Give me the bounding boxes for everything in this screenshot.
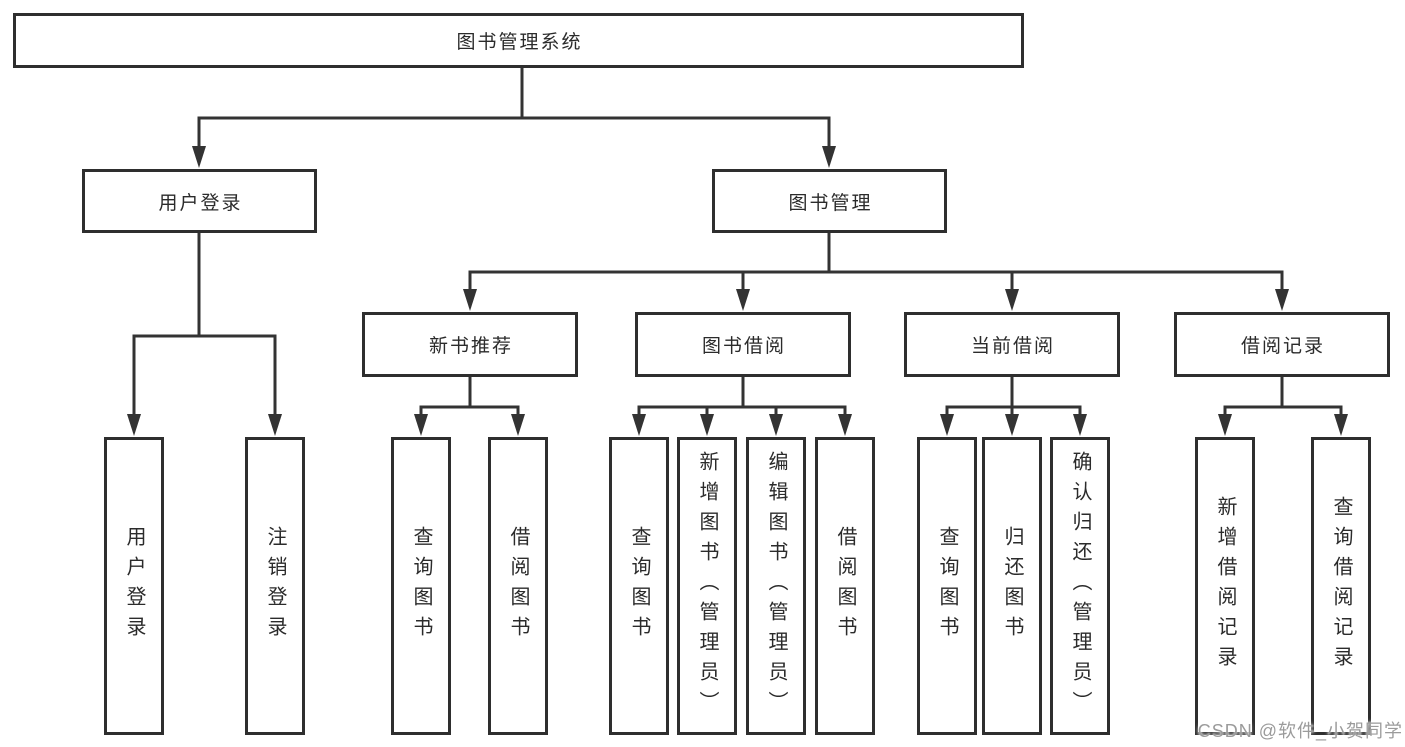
leaf-user-login: 用户登录 [104, 437, 164, 735]
connector-book-mgmt-to-level3 [463, 233, 1289, 311]
leaf-edit-book-admin: 编辑图书（管理员） [746, 437, 806, 735]
leaf-logout: 注销登录 [245, 437, 305, 735]
connector-new-book-to-children [414, 377, 525, 436]
connector-current-borrow-to-children [940, 377, 1087, 436]
connector-borrow-records-to-children [1218, 377, 1348, 436]
connector-book-borrow-to-children [632, 377, 852, 436]
leaf-return-book: 归还图书 [982, 437, 1042, 735]
leaf-query-books-recommend: 查询图书 [391, 437, 451, 735]
node-book-borrow: 图书借阅 [635, 312, 851, 377]
connector-user-login-to-children [127, 233, 282, 436]
csdn-watermark: CSDN @软件_小贺同学 [1197, 721, 1403, 741]
leaf-borrow-books-recommend: 借阅图书 [488, 437, 548, 735]
leaf-borrow-book: 借阅图书 [815, 437, 875, 735]
leaf-confirm-return-admin: 确认归还（管理员） [1050, 437, 1110, 735]
leaf-query-borrow-record: 查询借阅记录 [1311, 437, 1371, 735]
node-new-book-recommend: 新书推荐 [362, 312, 578, 377]
node-root-library-system: 图书管理系统 [13, 13, 1024, 68]
node-book-management: 图书管理 [712, 169, 947, 233]
node-user-login: 用户登录 [82, 169, 317, 233]
leaf-add-book-admin: 新增图书（管理员） [677, 437, 737, 735]
node-borrow-records: 借阅记录 [1174, 312, 1390, 377]
leaf-add-borrow-record: 新增借阅记录 [1195, 437, 1255, 735]
node-current-borrow: 当前借阅 [904, 312, 1120, 377]
leaf-query-books-borrow: 查询图书 [609, 437, 669, 735]
connector-root-to-level2 [192, 68, 836, 168]
leaf-query-books-current: 查询图书 [917, 437, 977, 735]
